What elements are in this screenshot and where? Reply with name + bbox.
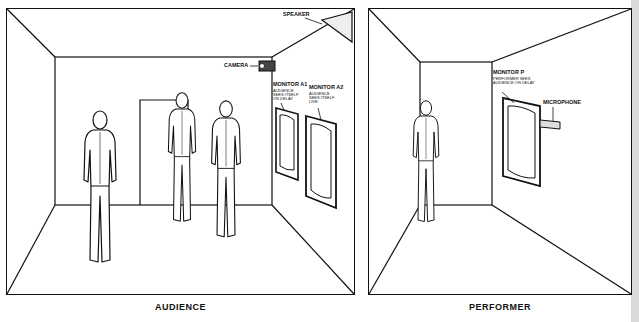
audience-person — [168, 93, 195, 221]
audience-person — [84, 111, 116, 262]
leader-line — [250, 66, 258, 67]
ceiling-edge — [369, 9, 420, 62]
leader-line — [553, 107, 554, 121]
floor-edge — [272, 205, 354, 294]
monitor-frame — [306, 116, 336, 208]
microphone-symbol — [540, 120, 560, 129]
part-label: CAMERA — [224, 63, 254, 69]
audience-room-lines — [7, 9, 354, 294]
monitor-screen — [508, 106, 535, 178]
camera-lens — [260, 64, 265, 69]
leader-line — [502, 92, 514, 103]
ceiling-edge — [7, 9, 55, 57]
monitor-screen — [311, 124, 331, 198]
description-note: PERFORMER SEES AUDIENCE ON DELAY — [493, 77, 543, 85]
ceiling-edge — [492, 9, 631, 62]
part-label: MONITOR P — [493, 70, 543, 76]
monitor-frame — [503, 98, 540, 186]
room-caption: PERFORMER — [369, 302, 631, 312]
page-edge-shadow — [631, 0, 639, 322]
floor-edge — [369, 205, 420, 294]
audience-person — [212, 101, 241, 237]
part-label: MICROPHONE — [543, 100, 583, 106]
floor-edge — [7, 205, 55, 294]
description-note: AUDIENCE SEES ITSELF LIVE — [309, 92, 341, 105]
part-label: MONITOR A2 — [309, 85, 349, 91]
leader-line — [305, 18, 322, 24]
room-panel: PERFORMER — [368, 8, 632, 295]
monitor-frame — [276, 108, 298, 180]
performer-room-lines — [369, 9, 631, 294]
room-caption: AUDIENCE — [7, 302, 354, 312]
leader-line — [281, 103, 284, 110]
speaker-symbol — [322, 12, 352, 42]
performer-person — [413, 101, 439, 222]
leader-line — [318, 108, 321, 120]
description-note: AUDIENCE SEES ITSELF ON DELAY — [273, 89, 305, 102]
floor-edge — [492, 205, 631, 294]
monitor-screen — [280, 115, 294, 170]
camera-symbol — [259, 61, 275, 71]
part-label: MONITOR A1 — [273, 82, 313, 88]
ceiling-edge — [272, 9, 354, 57]
room-panel: AUDIENCE — [6, 8, 355, 295]
part-label: SPEAKER — [283, 12, 323, 18]
